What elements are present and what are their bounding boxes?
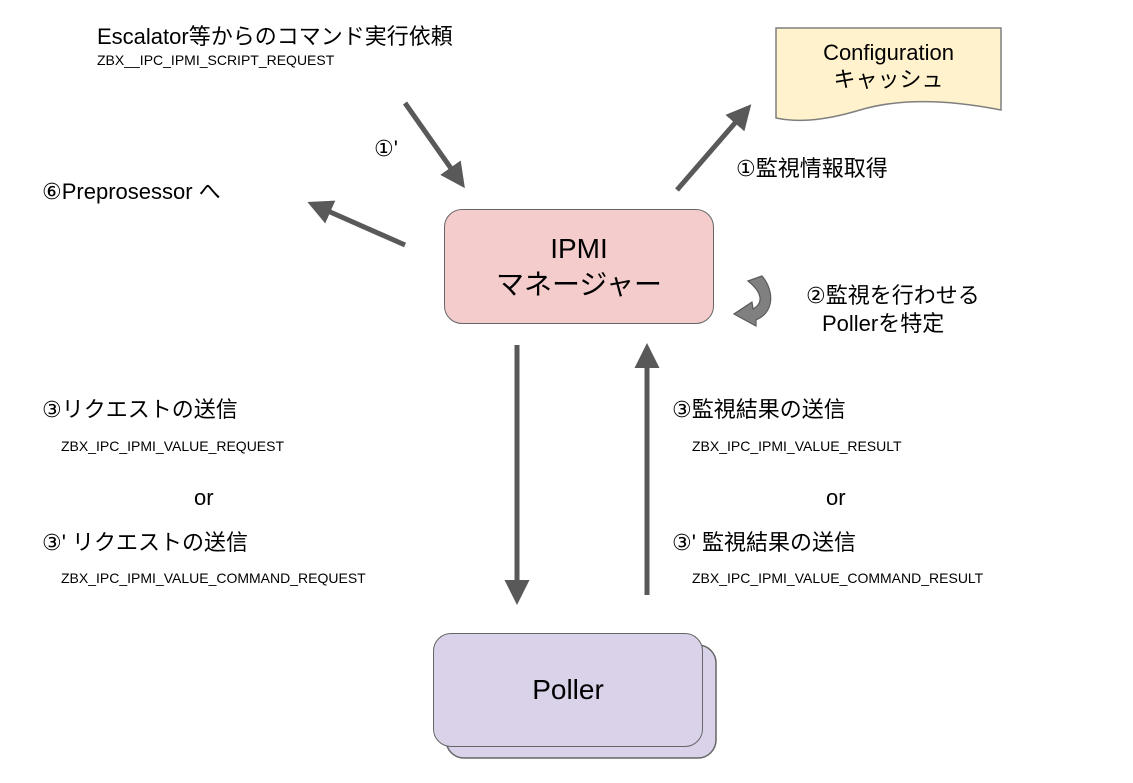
poller-node: Poller <box>433 633 703 747</box>
ipmi-manager-node: IPMI マネージャー <box>444 209 714 324</box>
escalator-code: ZBX__IPC_IPMI_SCRIPT_REQUEST <box>97 52 335 68</box>
curved-arrow-icon <box>732 275 772 328</box>
request-code: ZBX_IPC_IPMI_VALUE_REQUEST <box>61 438 285 454</box>
request-alt-title: ③' リクエストの送信 <box>42 530 249 555</box>
step1-label: ①監視情報取得 <box>736 156 888 181</box>
arrow-manager-to-config <box>675 104 752 192</box>
config-cache-shape <box>775 27 1002 122</box>
escalator-title: Escalator等からのコマンド実行依頼 <box>97 24 453 49</box>
result-or: or <box>826 485 846 510</box>
request-or: or <box>194 485 214 510</box>
result-title: ③監視結果の送信 <box>672 397 846 422</box>
result-alt-code: ZBX_IPC_IPMI_VALUE_COMMAND_RESULT <box>692 570 984 586</box>
config-cache-node: Configuration キャッシュ <box>776 30 1001 102</box>
poller-label: Poller <box>532 674 604 705</box>
ipmi-manager-line2: マネージャー <box>495 268 663 300</box>
step2-line2: Pollerを特定 <box>822 311 945 336</box>
arrow-escalator-to-manager <box>402 101 465 189</box>
config-cache-line2: キャッシュ <box>833 67 944 92</box>
request-alt-code: ZBX_IPC_IPMI_VALUE_COMMAND_REQUEST <box>61 570 366 586</box>
request-title: ③リクエストの送信 <box>42 397 238 422</box>
config-cache-line1: Configuration <box>823 40 954 65</box>
result-alt-title: ③' 監視結果の送信 <box>672 530 857 555</box>
ipmi-manager-line1: IPMI <box>550 232 608 264</box>
step6-label: ⑥Preprosessor へ <box>42 179 221 204</box>
arrow-manager-to-preprocessor <box>307 200 407 248</box>
step1-prime-label: ①' <box>374 136 398 161</box>
step2-line1: ②監視を行わせる <box>806 283 980 308</box>
result-code: ZBX_IPC_IPMI_VALUE_RESULT <box>692 438 902 454</box>
